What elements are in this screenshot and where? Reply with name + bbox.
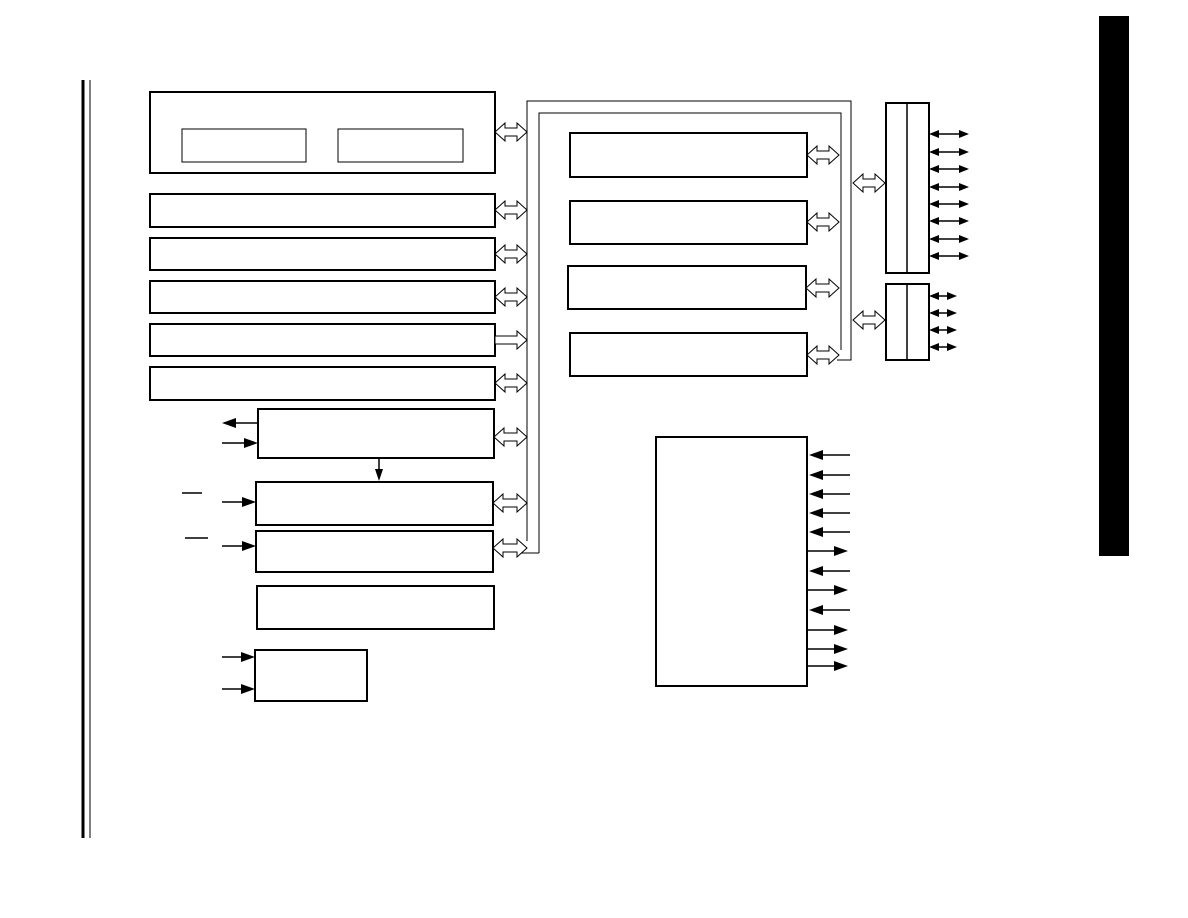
- signal-arrow-in-5: [222, 684, 255, 694]
- mid-block-2: [569, 200, 808, 245]
- bus-arrow-mid-3: [805, 277, 840, 299]
- pin-arrow-out-5: [807, 661, 848, 671]
- pin-arrow-in-6: [809, 566, 850, 576]
- bus-arrow-left-6: [494, 372, 528, 394]
- port-pin-arrow-1: [929, 130, 969, 138]
- bus-arrow-left-3: [494, 243, 528, 265]
- pin-arrow-in-4: [809, 508, 850, 518]
- left-block-4: [149, 280, 496, 314]
- port-pin-arrow-3: [929, 165, 969, 173]
- port-pin-arrow-6: [929, 217, 969, 225]
- left-block-6: [149, 366, 496, 401]
- bus-arrow-left-9: [492, 537, 528, 559]
- bus-arrow-port-upper: [852, 172, 886, 194]
- port-pin-arrow-12: [929, 343, 957, 351]
- bus-inner-line: [538, 112, 842, 553]
- bus-arrow-left-7: [493, 426, 528, 448]
- signal-arrow-out-1: [222, 418, 258, 428]
- left-block-7: [257, 408, 495, 459]
- left-block-11: [254, 649, 368, 702]
- bus-arrow-left-2: [494, 199, 528, 221]
- left-block-5: [149, 323, 496, 357]
- bus-arrow-left-5: [494, 329, 528, 351]
- pin-arrow-in-5: [809, 527, 850, 537]
- bus-arrow-mid-4: [806, 344, 840, 366]
- port-pin-arrow-7: [929, 235, 969, 243]
- signal-arrow-down: [375, 458, 383, 481]
- pin-arrow-out-4: [807, 644, 848, 654]
- port-pin-arrow-4: [929, 183, 969, 191]
- signal-arrow-in-2: [222, 497, 256, 507]
- bus-arrow-left-8: [492, 492, 528, 514]
- left-block-9: [255, 530, 494, 573]
- signal-arrow-in-4: [222, 652, 255, 662]
- bus-arrow-port-lower: [852, 309, 886, 331]
- pin-arrow-out-2: [807, 585, 848, 595]
- sub-block-right: [337, 128, 464, 163]
- bus-outer-line: [526, 100, 852, 541]
- mid-block-1: [569, 132, 808, 178]
- bus-arrow-left-4: [494, 286, 528, 308]
- signal-arrow-in-3: [222, 541, 256, 551]
- section-tab: [1099, 16, 1129, 556]
- pin-arrow-out-1: [807, 546, 848, 556]
- left-block-3: [149, 237, 496, 271]
- mid-block-3: [567, 265, 807, 310]
- port-pin-arrow-9: [929, 292, 957, 300]
- bus-arrow-mid-1: [806, 144, 840, 166]
- left-block-2: [149, 193, 496, 228]
- pin-arrow-in-7: [809, 605, 850, 615]
- port-pin-arrow-2: [929, 148, 969, 156]
- port-pin-arrow-11: [929, 326, 957, 334]
- port-pin-arrow-5: [929, 200, 969, 208]
- pin-arrow-in-3: [809, 489, 850, 499]
- port-pin-arrow-8: [929, 252, 969, 260]
- left-block-8: [255, 481, 494, 526]
- signal-arrow-in-1: [222, 438, 258, 448]
- pin-arrow-in-2: [809, 470, 850, 480]
- pin-arrow-out-3: [807, 625, 848, 635]
- pin-arrow-in-1: [809, 450, 850, 460]
- mid-block-4: [569, 332, 808, 377]
- left-block-10: [256, 585, 495, 630]
- bus-arrow-left-1: [494, 121, 528, 143]
- sub-block-left: [181, 128, 307, 163]
- pin-block: [655, 436, 808, 687]
- port-pin-arrow-10: [929, 309, 957, 317]
- bus-arrow-mid-2: [806, 211, 840, 233]
